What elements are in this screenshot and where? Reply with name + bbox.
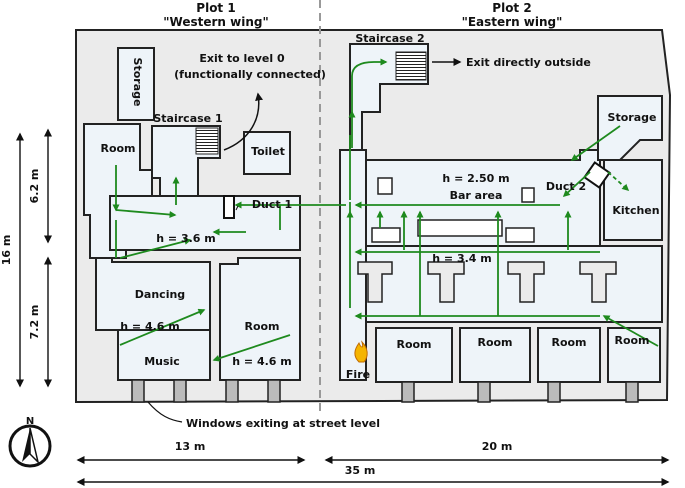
bar-pillar <box>377 177 393 195</box>
exit-level0-arrow <box>223 92 264 151</box>
storage-west-room <box>117 47 155 121</box>
bar-pillar <box>521 187 535 203</box>
dim-72-label: 7.2 m <box>28 305 41 340</box>
dancing-height-label: h = 4.6 m <box>120 320 180 333</box>
toilet-label: Toilet <box>251 145 285 158</box>
dim-62-label: 6.2 m <box>28 169 41 204</box>
kitchen-label: Kitchen <box>612 204 659 217</box>
exit-level0-label-2: (functionally connected) <box>174 68 326 81</box>
room-east-3-label: Room <box>551 336 586 349</box>
staircase-1-steps <box>195 127 219 155</box>
dimension-lines <box>16 128 670 486</box>
staircase-1-label: Staircase 1 <box>153 112 222 125</box>
room-east-2-label: Room <box>477 336 512 349</box>
duct-1-label: Duct 1 <box>252 198 292 211</box>
dancing-label: Dancing <box>135 288 185 301</box>
storage-west-label: Storage <box>131 58 144 107</box>
evacuation-routes <box>112 58 659 362</box>
storage-east-room <box>597 95 663 161</box>
duct-1-shaft <box>223 195 235 219</box>
bar-counter <box>417 219 503 237</box>
bar-height-label: h = 2.50 m <box>442 172 509 185</box>
bar-area-label: Bar area <box>450 189 503 202</box>
duct-2-shaft <box>583 161 611 189</box>
room-east-4-label: Room <box>614 334 649 347</box>
fire-icon <box>354 340 368 363</box>
room-east-1-label: Room <box>396 338 431 351</box>
dim-16-label: 16 m <box>0 235 13 266</box>
music-room <box>117 329 211 381</box>
street-windows <box>131 379 639 403</box>
music-label: Music <box>144 355 180 368</box>
room-west-label: Room <box>100 142 135 155</box>
plot-1-title: Plot 1 <box>196 1 235 15</box>
kitchen-room <box>603 159 663 241</box>
duct-2-label: Duct 2 <box>546 180 586 193</box>
dim-13-label: 13 m <box>175 440 206 453</box>
staircase-2-label: Staircase 2 <box>355 32 424 45</box>
plot-2-title: Plot 2 <box>492 1 531 15</box>
east-hall <box>365 245 663 323</box>
windows-label: Windows exiting at street level <box>186 417 380 430</box>
plot-1-subtitle: "Western wing" <box>163 15 268 29</box>
bar-counter <box>371 227 401 243</box>
exit-level0-label-1: Exit to level 0 <box>199 52 285 65</box>
height-east-label: h = 3.4 m <box>432 252 492 265</box>
fire-label: Fire <box>346 368 370 381</box>
dim-35-label: 35 m <box>345 464 376 477</box>
duct-1-pointer <box>235 205 239 211</box>
windows-pointer <box>147 401 183 423</box>
toilet-room <box>243 131 291 175</box>
room-east-1 <box>375 327 453 383</box>
room-east-3 <box>537 327 601 383</box>
height-west-label: h = 3.6 m <box>156 232 216 245</box>
plot-2-subtitle: "Eastern wing" <box>462 15 563 29</box>
exit-outside-label: Exit directly outside <box>466 56 591 69</box>
room-east-2 <box>459 327 531 383</box>
bar-counter <box>505 227 535 243</box>
north-compass-icon <box>8 424 52 468</box>
dim-20-label: 20 m <box>482 440 513 453</box>
storage-east-label: Storage <box>608 111 657 124</box>
t-pillar <box>357 261 393 303</box>
t-pillar <box>579 261 617 303</box>
t-pillar <box>427 261 465 303</box>
room-sw-height-label: h = 4.6 m <box>232 355 292 368</box>
t-pillar <box>507 261 545 303</box>
room-sw-label: Room <box>244 320 279 333</box>
compass-n-label: N <box>26 416 34 427</box>
staircase-2-steps <box>395 51 427 81</box>
room-southwest <box>219 257 301 381</box>
